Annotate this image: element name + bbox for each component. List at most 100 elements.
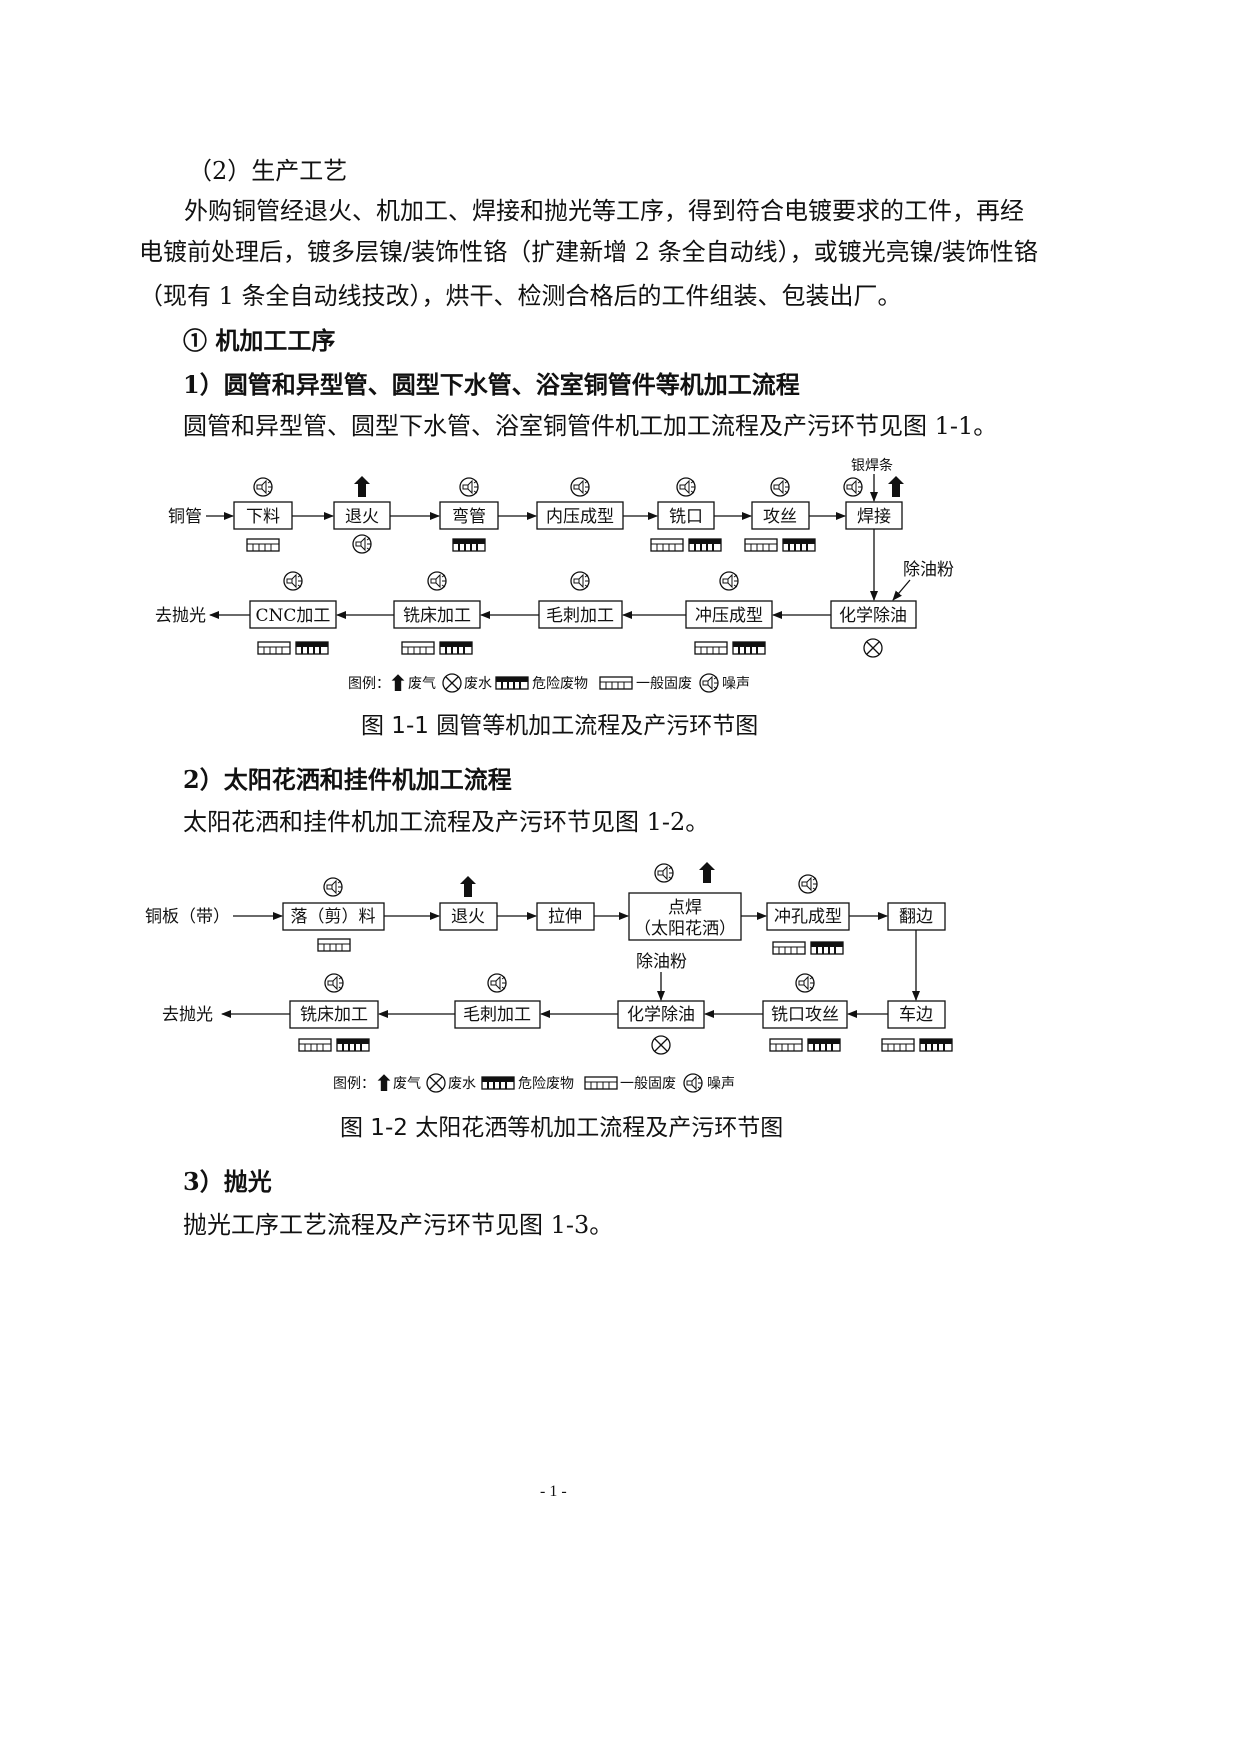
fig1-step-label: 铣床加工 <box>403 606 471 626</box>
fig1-step-label: 铣口 <box>669 507 703 527</box>
hazardous-waste-icon <box>495 676 529 690</box>
noise-icon <box>676 477 696 497</box>
solid-waste-icon <box>744 538 778 552</box>
fig2-step-label: 冲孔成型 <box>774 907 842 927</box>
legend-noise: 噪声 <box>707 1076 735 1092</box>
legend-solid: 一般固废 <box>636 676 692 692</box>
hazardous-waste-icon <box>688 538 722 552</box>
hazardous-waste-icon <box>810 941 844 955</box>
waste-gas-icon <box>354 476 370 497</box>
noise-icon <box>427 571 447 591</box>
noise-icon <box>843 477 863 497</box>
noise-icon <box>795 973 815 993</box>
waste-water-icon <box>442 673 462 693</box>
fig2-degrease-label: 除油粉 <box>636 952 687 972</box>
solid-waste-icon <box>694 641 728 655</box>
figure-2-labels: 铜板（带） 落（剪）料 退火 拉伸 点焊 （太阳花洒） 冲孔成型 翻边 车边 铣… <box>145 898 933 1025</box>
noise-icon <box>683 1073 703 1093</box>
fig2-step-label: 退火 <box>451 907 485 927</box>
waste-gas-icon <box>888 476 904 497</box>
solid-waste-icon <box>599 676 633 690</box>
legend-prefix: 图例： <box>333 1076 375 1092</box>
fig1-step-label: 冲压成型 <box>695 606 763 626</box>
figure-1-caption: 图 1-1 圆管等机加工流程及产污环节图 <box>361 713 759 739</box>
solid-waste-icon <box>317 938 351 952</box>
fig1-silver-rod-label: 银焊条 <box>851 457 893 474</box>
fig2-step-label: 翻边 <box>899 907 933 927</box>
hazardous-waste-icon <box>481 1076 515 1090</box>
subsection-heading: ① 机加工工序 <box>183 326 336 355</box>
noise-icon <box>719 571 739 591</box>
hazardous-waste-icon <box>336 1038 370 1052</box>
figure-1-legend: 图例： 废气 废水 危险废物 一般固废 噪声 <box>348 673 750 693</box>
hazardous-waste-icon <box>295 641 329 655</box>
waste-water-icon <box>651 1035 671 1055</box>
noise-icon <box>283 571 303 591</box>
waste-water-icon <box>426 1073 446 1093</box>
solid-waste-icon <box>584 1076 618 1090</box>
s2-heading: 2）太阳花洒和挂件机加工流程 <box>183 765 512 794</box>
legend-gas: 废气 <box>393 1076 421 1092</box>
noise-icon <box>570 477 590 497</box>
legend-hazard: 危险废物 <box>532 676 588 692</box>
page-number: - 1 - <box>540 1483 567 1500</box>
noise-icon <box>770 477 790 497</box>
fig1-input-label: 铜管 <box>168 507 202 527</box>
figure-2-caption: 图 1-2 太阳花洒等机加工流程及产污环节图 <box>340 1115 784 1141</box>
legend-water: 废水 <box>448 1076 476 1092</box>
legend-noise: 噪声 <box>722 676 750 692</box>
noise-icon <box>459 477 479 497</box>
noise-icon <box>654 863 674 883</box>
solid-waste-icon <box>401 641 435 655</box>
fig1-step-label: 内压成型 <box>546 507 614 527</box>
hazardous-waste-icon <box>782 538 816 552</box>
figure-2-flow <box>221 892 946 1029</box>
hazardous-waste-icon <box>452 538 486 552</box>
hazardous-waste-icon <box>439 641 473 655</box>
figure-2-legend: 图例： 废气 废水 危险废物 一般固废 噪声 <box>333 1073 735 1093</box>
figure-1-pollutant-icons <box>246 476 904 658</box>
fig1-step-label: 攻丝 <box>763 507 797 527</box>
intro-line-3: （现有 1 条全自动线技改），烘干、检测合格后的工件组装、包装出厂。 <box>139 282 902 310</box>
fig2-output-label: 去抛光 <box>162 1005 213 1025</box>
legend-prefix: 图例： <box>348 676 390 692</box>
intro-line-1: 外购铜管经退火、机加工、焊接和抛光等工序，得到符合电镀要求的工件，再经 <box>184 197 1024 225</box>
waste-gas-icon <box>391 674 405 691</box>
fig1-step-label: 焊接 <box>857 507 891 527</box>
noise-icon <box>699 673 719 693</box>
intro-line-2: 电镀前处理后，镀多层镍/装饰性铬（扩建新增 2 条全自动线），或镀光亮镍/装饰性… <box>139 238 1038 266</box>
waste-gas-icon <box>460 876 476 897</box>
fig2-step-label: 点焊 <box>668 898 702 918</box>
solid-waste-icon <box>881 1038 915 1052</box>
s3-heading: 3）抛光 <box>183 1167 272 1196</box>
figure-1-labels: 铜管 下料 退火 弯管 内压成型 铣口 攻丝 焊接 化学除油 冲压成型 毛刺加工… <box>155 457 954 626</box>
figure-2-pollutant-icons <box>298 862 953 1055</box>
s2-text: 太阳花洒和挂件机加工流程及产污环节见图 1-2。 <box>183 808 710 836</box>
fig1-step-label: CNC加工 <box>256 606 331 626</box>
fig1-output-label: 去抛光 <box>155 606 206 626</box>
fig1-step-label: 毛刺加工 <box>546 606 614 626</box>
solid-waste-icon <box>246 538 280 552</box>
hazardous-waste-icon <box>807 1038 841 1052</box>
fig2-step-label: 落（剪）料 <box>291 907 376 927</box>
solid-waste-icon <box>772 941 806 955</box>
s3-text: 抛光工序工艺流程及产污环节见图 1-3。 <box>183 1211 614 1239</box>
noise-icon <box>352 534 372 554</box>
noise-icon <box>487 973 507 993</box>
waste-gas-icon <box>699 862 715 883</box>
fig1-step-label: 下料 <box>246 507 280 527</box>
legend-solid: 一般固废 <box>620 1076 676 1092</box>
noise-icon <box>570 571 590 591</box>
fig2-step-sublabel: （太阳花洒） <box>634 919 736 939</box>
fig2-step-label: 毛刺加工 <box>463 1005 531 1025</box>
solid-waste-icon <box>257 641 291 655</box>
hazardous-waste-icon <box>732 641 766 655</box>
hazardous-waste-icon <box>919 1038 953 1052</box>
solid-waste-icon <box>650 538 684 552</box>
s1-text: 圆管和异型管、圆型下水管、浴室铜管件机工加工流程及产污环节见图 1-1。 <box>183 412 998 440</box>
legend-gas: 废气 <box>408 676 436 692</box>
section-heading: （2）生产工艺 <box>188 157 348 185</box>
waste-gas-icon <box>377 1074 391 1091</box>
fig1-step-label: 弯管 <box>452 507 486 527</box>
